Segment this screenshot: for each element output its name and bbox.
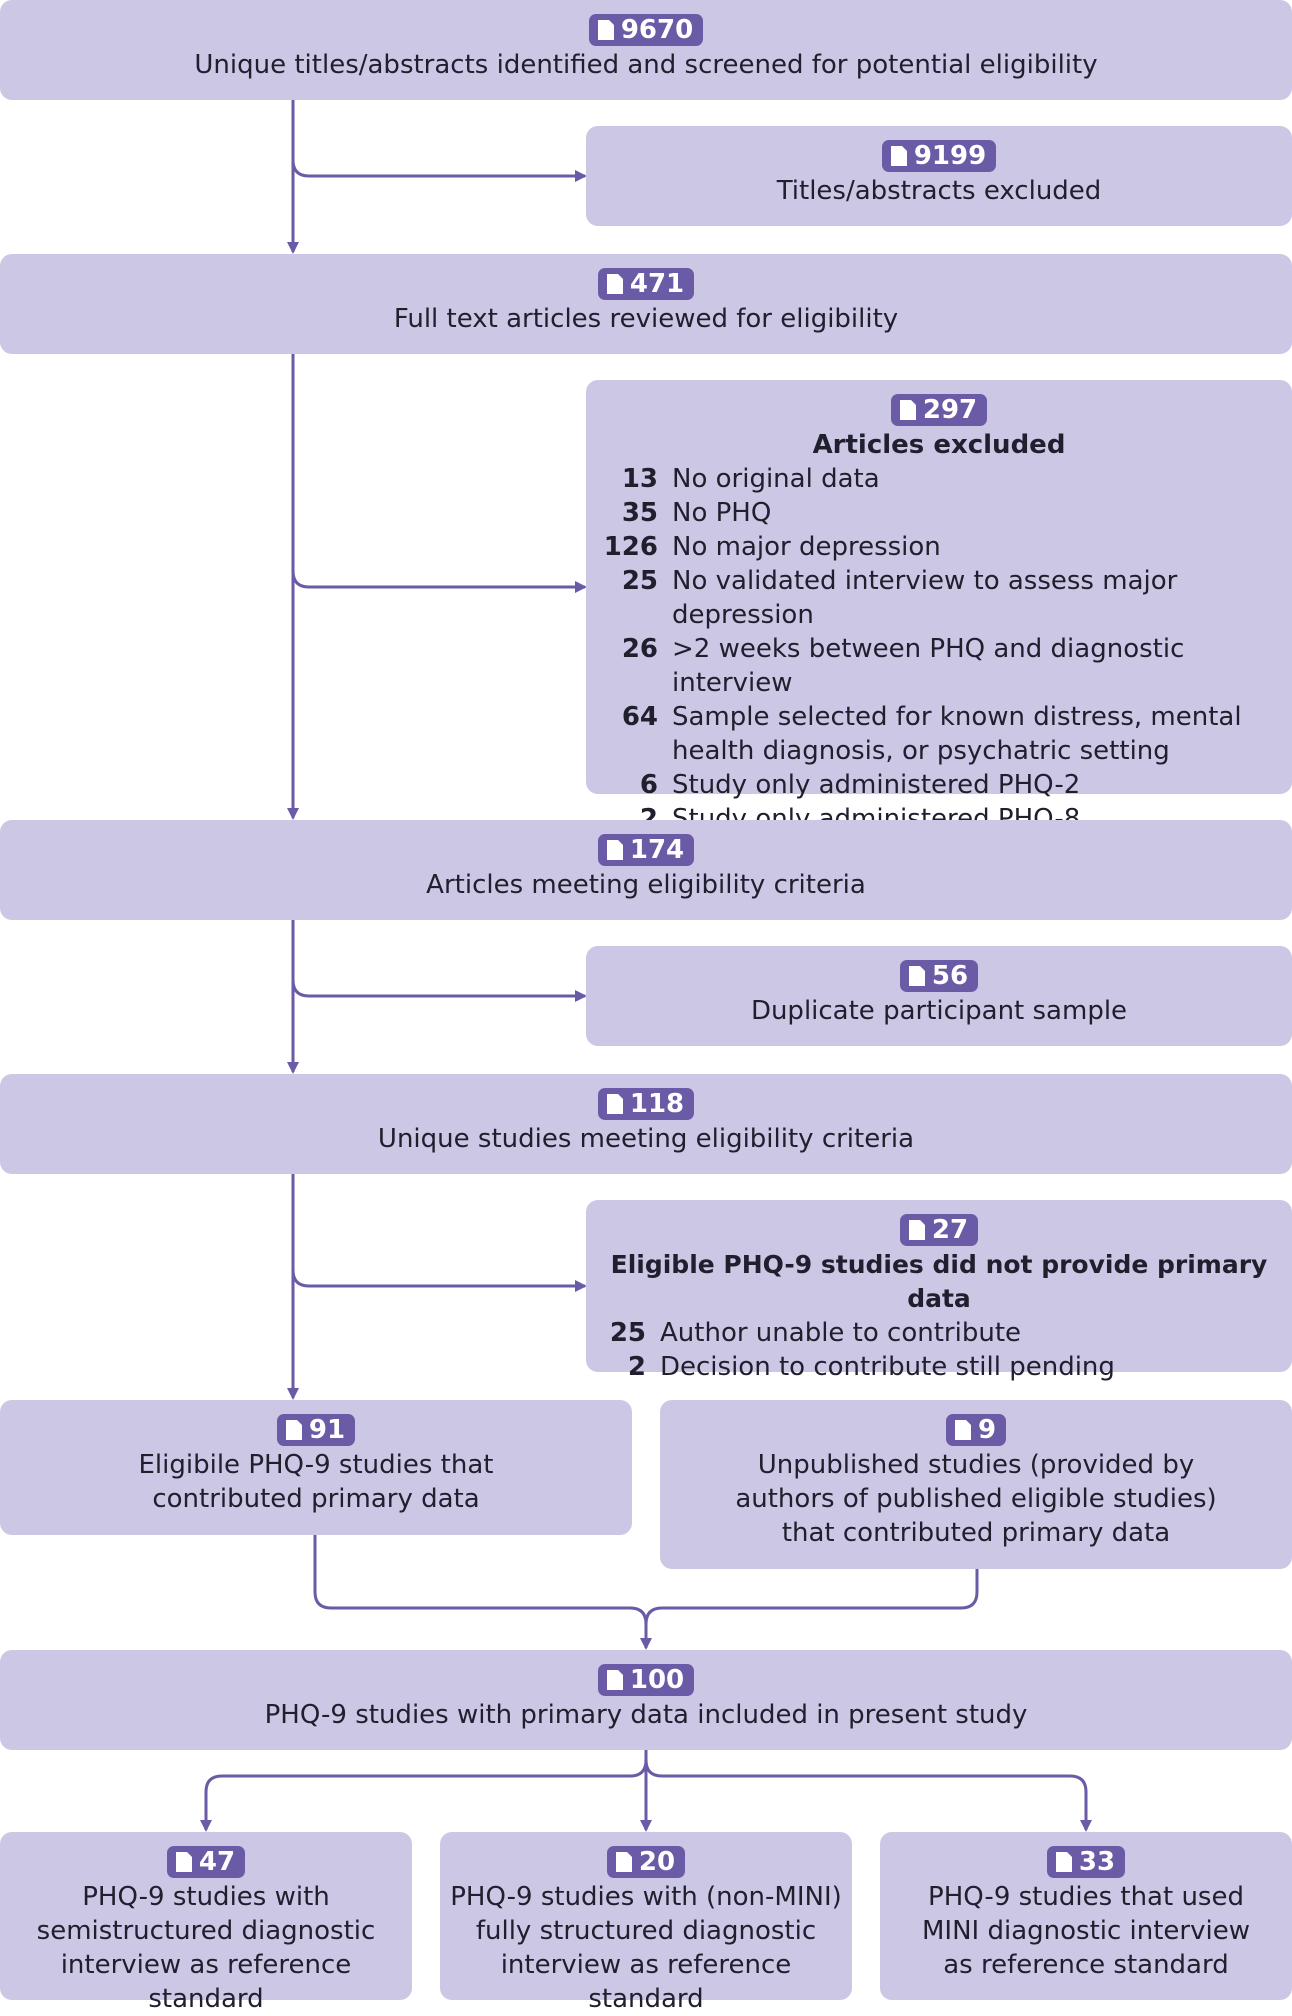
screened-box: 9670 Unique titles/abstracts identified … xyxy=(0,0,1292,100)
count-value: 56 xyxy=(931,961,969,991)
box-heading: Articles excluded xyxy=(812,430,1066,460)
count-value: 118 xyxy=(629,1089,685,1119)
count-value: 471 xyxy=(629,269,685,299)
unique-studies-box: 118 Unique studies meeting eligibility c… xyxy=(0,1074,1292,1174)
box-label-line: fully structured diagnostic xyxy=(475,1916,817,1946)
box-label: Titles/abstracts excluded xyxy=(776,176,1102,206)
document-icon xyxy=(1055,1852,1072,1872)
box-label: Unique studies meeting eligibility crite… xyxy=(377,1124,915,1154)
count-value: 47 xyxy=(198,1847,236,1877)
document-icon xyxy=(615,1852,632,1872)
count-badge: 9199 xyxy=(881,140,997,172)
document-icon xyxy=(606,1670,623,1690)
box-label: Unique titles/abstracts identified and s… xyxy=(194,50,1098,80)
mini-box: 33 PHQ-9 studies that used MINI diagnost… xyxy=(880,1832,1292,2000)
document-icon xyxy=(597,20,614,40)
count-badge: 47 xyxy=(166,1846,246,1878)
box-label: PHQ-9 studies with primary data included… xyxy=(264,1700,1028,1730)
excluded-titles-box: 9199 Titles/abstracts excluded xyxy=(586,126,1292,226)
box-label: Articles meeting eligibility criteria xyxy=(426,870,866,900)
count-value: 33 xyxy=(1078,1847,1116,1877)
semistructured-box: 47 PHQ-9 studies with semistructured dia… xyxy=(0,1832,412,2014)
box-label-line: as reference standard xyxy=(943,1950,1229,1980)
included-box: 100 PHQ-9 studies with primary data incl… xyxy=(0,1650,1292,1750)
count-badge: 118 xyxy=(597,1088,695,1120)
box-heading: Eligible PHQ-9 studies did not provide p… xyxy=(610,1250,1268,1313)
box-label: Full text articles reviewed for eligibil… xyxy=(393,304,899,334)
box-label-line: Unpublished studies (provided by xyxy=(757,1450,1195,1480)
duplicate-box: 56 Duplicate participant sample xyxy=(586,946,1292,1046)
count-badge: 27 xyxy=(899,1214,979,1246)
box-label-line: semistructured diagnostic xyxy=(36,1916,376,1946)
box-label-line: that contributed primary data xyxy=(781,1518,1171,1548)
count-badge: 56 xyxy=(899,960,979,992)
box-label-line: PHQ-9 studies with (non-MINI) xyxy=(450,1882,842,1912)
box-label-line: interview as reference standard xyxy=(60,1950,352,2014)
count-value: 9670 xyxy=(620,15,694,45)
document-icon xyxy=(606,274,623,294)
document-icon xyxy=(285,1420,302,1440)
box-label-line: PHQ-9 studies that used xyxy=(928,1882,1244,1912)
box-label-line: authors of published eligible studies) xyxy=(735,1484,1217,1514)
count-badge: 9 xyxy=(945,1414,1007,1446)
document-icon xyxy=(606,840,623,860)
list-item: 26>2 weeks between PHQ and diagnostic in… xyxy=(621,634,1185,698)
document-icon xyxy=(908,966,925,986)
count-value: 100 xyxy=(629,1665,685,1695)
document-icon xyxy=(954,1420,971,1440)
count-value: 91 xyxy=(308,1415,346,1445)
count-badge: 297 xyxy=(890,394,988,426)
box-label-line: Eligibile PHQ-9 studies that xyxy=(138,1450,494,1480)
box-label-line: PHQ-9 studies with xyxy=(82,1882,330,1912)
document-icon xyxy=(606,1094,623,1114)
unpublished-box: 9 Unpublished studies (provided by autho… xyxy=(660,1400,1292,1569)
count-badge: 100 xyxy=(597,1664,695,1696)
box-label-line: contributed primary data xyxy=(152,1484,480,1514)
count-badge: 33 xyxy=(1046,1846,1126,1878)
count-value: 297 xyxy=(922,395,978,425)
fully-structured-box: 20 PHQ-9 studies with (non-MINI) fully s… xyxy=(440,1832,852,2014)
count-value: 9 xyxy=(977,1415,997,1445)
fulltext-box: 471 Full text articles reviewed for elig… xyxy=(0,254,1292,354)
count-value: 174 xyxy=(629,835,685,865)
count-value: 20 xyxy=(638,1847,676,1877)
count-badge: 9670 xyxy=(588,14,704,46)
box-label: Duplicate participant sample xyxy=(750,996,1128,1026)
contributed-box: 91 Eligibile PHQ-9 studies that contribu… xyxy=(0,1400,632,1535)
count-value: 27 xyxy=(931,1215,969,1245)
document-icon xyxy=(890,146,907,166)
count-value: 9199 xyxy=(913,141,987,171)
box-label-line: interview as reference standard xyxy=(500,1950,792,2014)
document-icon xyxy=(175,1852,192,1872)
count-badge: 174 xyxy=(597,834,695,866)
eligible-articles-box: 174 Articles meeting eligibility criteri… xyxy=(0,820,1292,920)
document-icon xyxy=(908,1220,925,1240)
count-badge: 20 xyxy=(606,1846,686,1878)
document-icon xyxy=(899,400,916,420)
box-label-line: MINI diagnostic interview xyxy=(921,1916,1250,1946)
no-primary-data-box: 27 Eligible PHQ-9 studies did not provid… xyxy=(586,1200,1292,1382)
count-badge: 91 xyxy=(276,1414,356,1446)
count-badge: 471 xyxy=(597,268,695,300)
